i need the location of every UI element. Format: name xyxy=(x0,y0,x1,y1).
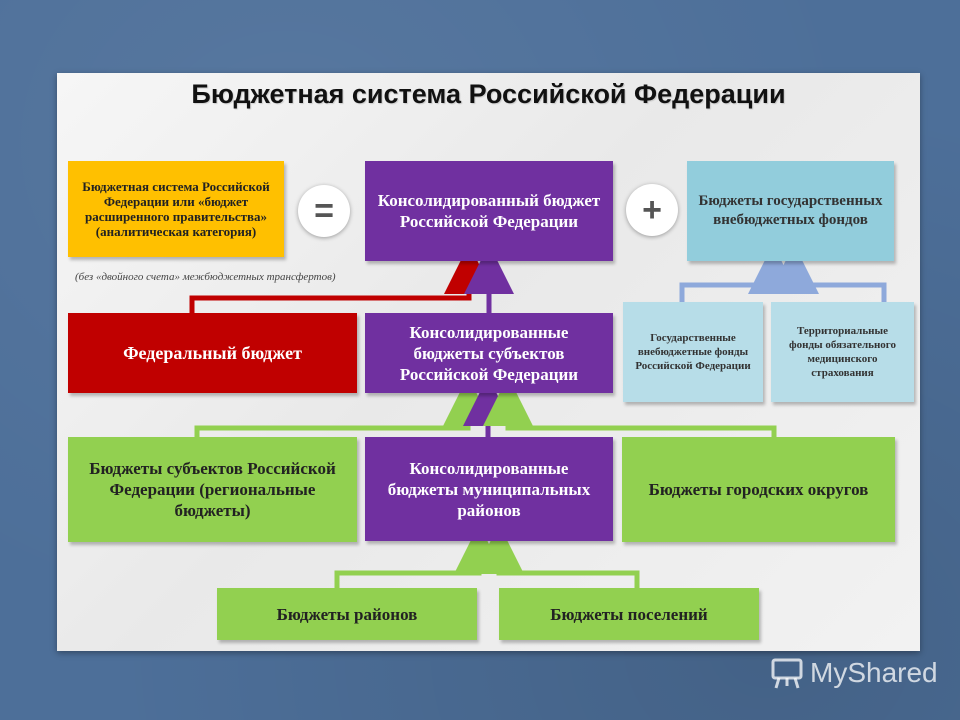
consolidated-rf-box: Консолидированный бюджет Российской Феде… xyxy=(365,161,613,261)
analytic-category-box: Бюджетная система Российской Федерации и… xyxy=(68,161,284,257)
districts-budgets-box: Бюджеты районов xyxy=(217,588,477,640)
state-funds-box: Государственные внебюджетные фонды Росси… xyxy=(623,302,763,402)
territorial-funds-box: Территориальные фонды обязательного меди… xyxy=(771,302,914,402)
arrow-city-to-subjects xyxy=(483,376,777,437)
arrow-territorial-funds-to-extrabudgetary xyxy=(769,244,887,302)
settlements-budgets-box: Бюджеты поселений xyxy=(499,588,759,640)
slide: Бюджетная система Российской Федерации xyxy=(57,73,920,651)
federal-budget-box: Федеральный бюджет xyxy=(68,313,357,393)
watermark-logo: MyShared xyxy=(770,656,938,690)
connector-lines xyxy=(189,244,887,588)
consolidated-municipal-box: Консолидированные бюджеты муниципальных … xyxy=(365,437,613,541)
equals-sign: = xyxy=(298,185,350,237)
consolidated-subjects-box: Консолидированные бюджеты субъектов Росс… xyxy=(365,313,613,393)
extrabudgetary-funds-box: Бюджеты государственных внебюджетных фон… xyxy=(687,161,894,261)
arrow-state-funds-to-extrabudgetary xyxy=(679,244,798,302)
city-districts-box: Бюджеты городских округов xyxy=(622,437,895,542)
arrow-settlements-to-municipal xyxy=(474,524,640,588)
plus-sign: + xyxy=(626,184,678,236)
logo-text: MyShared xyxy=(810,657,938,688)
double-count-note: (без «двойного счета» межбюджетных транс… xyxy=(75,271,336,283)
arrow-regional-to-subjects xyxy=(194,376,493,437)
presentation-icon xyxy=(771,658,803,689)
page-title: Бюджетная система Российской Федерации xyxy=(191,79,786,109)
arrow-districts-to-municipal xyxy=(334,524,504,588)
regional-budgets-box: Бюджеты субъектов Российской Федерации (… xyxy=(68,437,357,542)
